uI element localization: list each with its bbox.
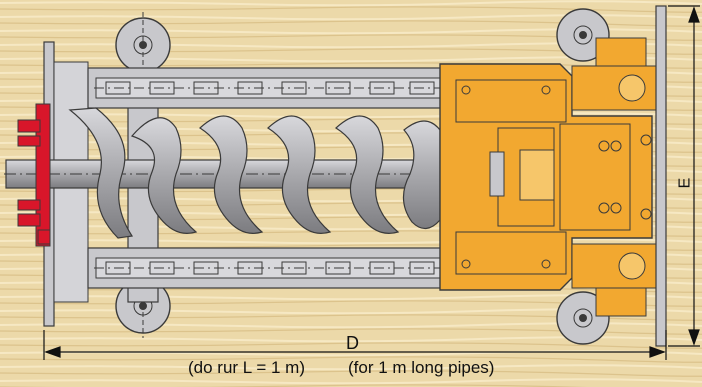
caption-czech: (do rur L = 1 m) bbox=[188, 358, 305, 377]
caption-english: (for 1 m long pipes) bbox=[348, 358, 495, 377]
drive-unit bbox=[439, 37, 659, 317]
dimension-d bbox=[43, 330, 667, 360]
dimension-d-label: D bbox=[346, 333, 359, 353]
dimension-e-label: E bbox=[676, 177, 694, 189]
rear-plate bbox=[655, 5, 667, 347]
auger-flights bbox=[68, 107, 441, 239]
dimension-e bbox=[668, 5, 700, 347]
cutter-head-icon bbox=[17, 103, 51, 247]
top-rail bbox=[87, 67, 451, 109]
bottom-rail bbox=[87, 247, 451, 289]
